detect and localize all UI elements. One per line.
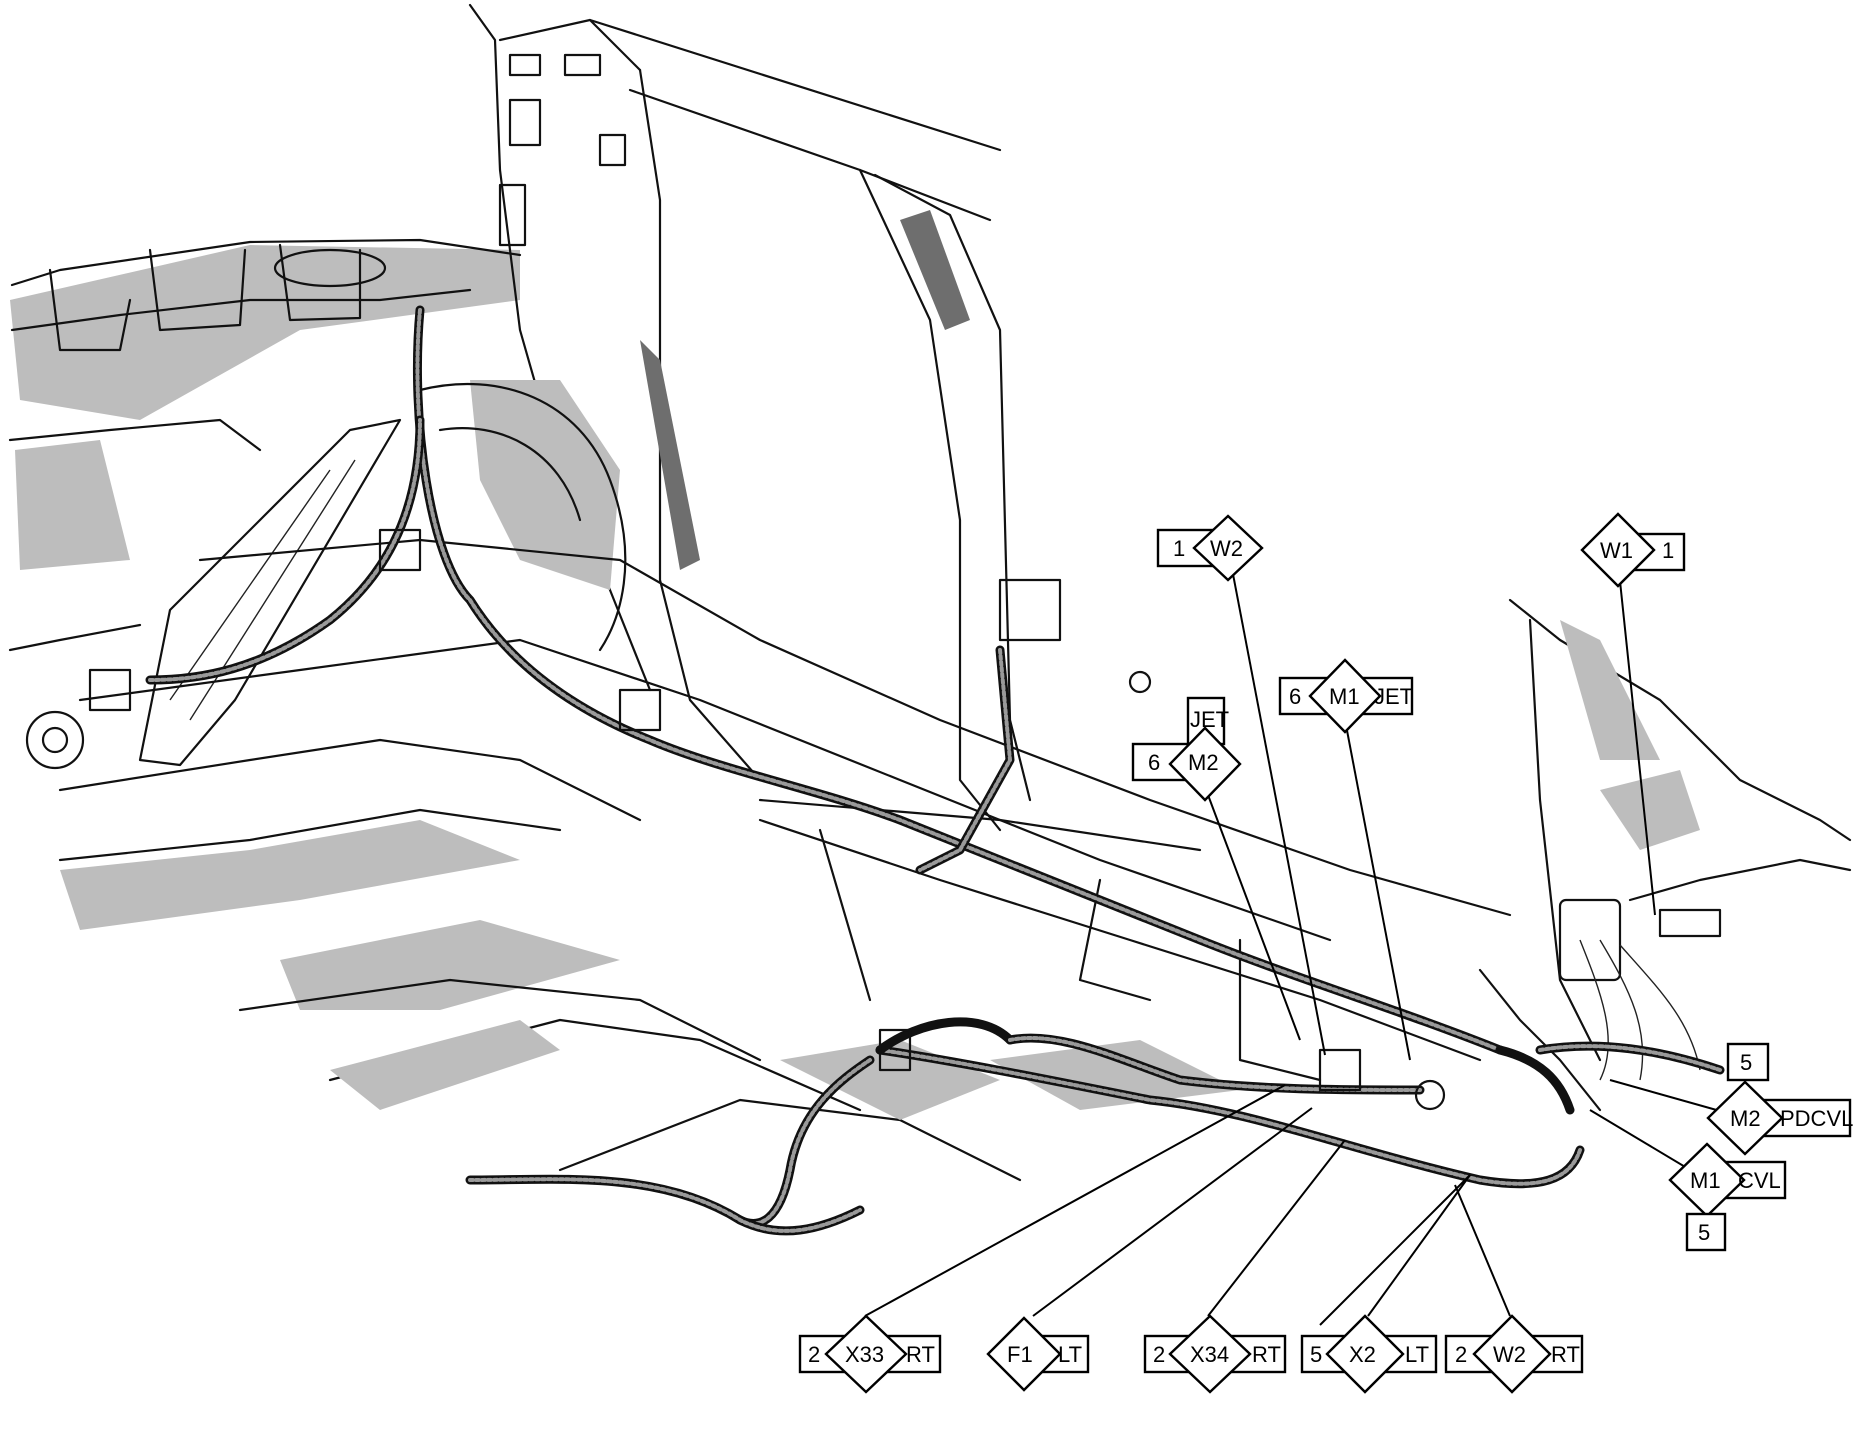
- callout-w2-top: 1 W2: [1156, 514, 1264, 582]
- callout-m2-jet-code: M2: [1188, 750, 1219, 775]
- leader-lines: [864, 547, 1746, 1326]
- callout-m2-pdcvl: 5 M2 PDCVL: [1706, 1042, 1853, 1156]
- callout-x2-lt-num: 5: [1310, 1342, 1322, 1367]
- callout-x2-lt: 5 X2 LT: [1300, 1314, 1438, 1394]
- callout-x34-rt-code: X34: [1190, 1342, 1229, 1367]
- callout-m1-cvl-code: M1: [1690, 1168, 1721, 1193]
- callout-x33-rt: 2 X33 RT: [798, 1314, 942, 1394]
- callout-m1-jet-code: M1: [1329, 684, 1360, 709]
- callout-m1-cvl: M1 CVL 5: [1668, 1142, 1787, 1252]
- callout-w1-top: W1 1: [1580, 512, 1686, 588]
- callout-m1-cvl-suffix: CVL: [1738, 1168, 1781, 1193]
- callout-m1-jet: 6 M1 JET: [1278, 658, 1414, 734]
- wiring-harness: [88, 305, 1725, 1236]
- callout-w2-top-num: 1: [1173, 536, 1185, 561]
- callout-x2-lt-code: X2: [1349, 1342, 1376, 1367]
- callout-w2-rt-code: W2: [1493, 1342, 1526, 1367]
- callout-f1-lt: F1 LT: [986, 1316, 1090, 1392]
- callout-m2-jet-label: JET: [1190, 707, 1229, 732]
- callout-f1-lt-suffix: LT: [1058, 1342, 1082, 1367]
- callout-w2-rt: 2 W2 RT: [1444, 1314, 1584, 1394]
- callout-m2-pdcvl-num: 5: [1740, 1050, 1752, 1075]
- callout-m1-jet-num: 6: [1289, 684, 1301, 709]
- callout-w2-rt-num: 2: [1455, 1342, 1467, 1367]
- callout-x34-rt-num: 2: [1153, 1342, 1165, 1367]
- callout-x33-rt-code: X33: [845, 1342, 884, 1367]
- callout-m2-jet: JET 6 M2: [1131, 696, 1242, 802]
- callout-x33-rt-suffix: RT: [906, 1342, 935, 1367]
- callout-m1-cvl-num: 5: [1698, 1220, 1710, 1245]
- callout-w2-rt-suffix: RT: [1551, 1342, 1580, 1367]
- callout-x33-rt-num: 2: [808, 1342, 820, 1367]
- callout-m2-pdcvl-suffix: PDCVL: [1780, 1106, 1853, 1131]
- callout-m2-jet-num: 6: [1148, 750, 1160, 775]
- callout-w1-top-num: 1: [1662, 538, 1674, 563]
- callout-f1-lt-code: F1: [1007, 1342, 1033, 1367]
- callout-x2-lt-suffix: LT: [1405, 1342, 1429, 1367]
- callout-w1-top-code: W1: [1600, 538, 1633, 563]
- callout-x34-rt: 2 X34 RT: [1143, 1314, 1287, 1394]
- callout-m2-pdcvl-code: M2: [1730, 1106, 1761, 1131]
- vehicle-body-artwork: [8, 3, 1852, 1182]
- callout-x34-rt-suffix: RT: [1252, 1342, 1281, 1367]
- callout-m1-jet-suffix: JET: [1374, 684, 1413, 709]
- callout-w2-top-code: W2: [1210, 536, 1243, 561]
